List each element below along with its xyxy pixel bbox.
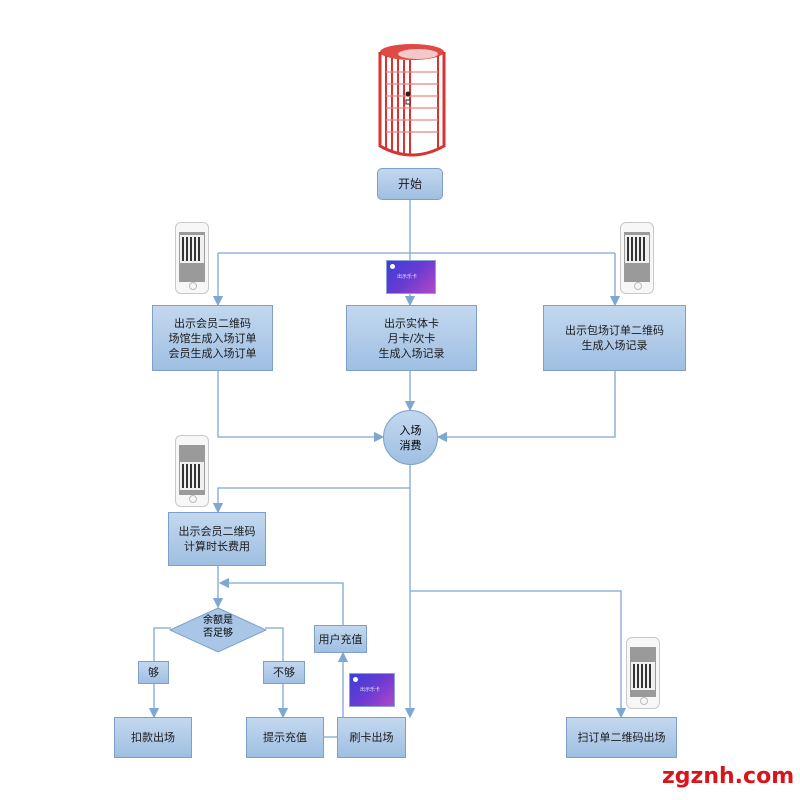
entry-consume-label: 入场 消费 [399,423,422,452]
connector-enough [148,627,171,719]
not-enough-label-node: 不够 [263,661,305,684]
member-qr-entry-label: 出示会员二维码 场馆生成入场订单 会员生成入场订单 [168,316,257,360]
enough-label-node: 够 [138,661,169,684]
membership-card-icon: 出示乐卡 [386,260,436,294]
physical-card-entry-node: 出示实体卡 月卡/次卡 生成入场记录 [346,305,477,371]
scan-order-qr-exit-label: 扫订单二维码出场 [577,731,666,744]
card-caption: 出示乐卡 [360,687,381,693]
entry-consume-node: 入场 消费 [383,410,438,465]
connector-to-scan-exit [410,590,627,719]
phone-qr-icon [175,435,209,507]
deduct-exit-node: 扣款出场 [114,717,192,758]
card-caption: 出示乐卡 [397,274,418,280]
connector-package-to-entry [436,370,616,443]
start-node: 开始 [377,168,443,200]
prompt-recharge-node: 提示充值 [246,717,324,758]
phone-qr-icon [620,222,654,294]
balance-check-diamond [168,607,268,653]
member-qr-entry-node: 出示会员二维码 场馆生成入场订单 会员生成入场订单 [152,305,273,371]
physical-card-entry-label: 出示实体卡 月卡/次卡 生成入场记录 [378,316,445,360]
connector-to-fee [212,487,410,514]
not-enough-label: 不够 [273,666,295,679]
connector-not-enough [265,627,289,719]
start-label: 开始 [397,176,422,191]
user-recharge-node: 用户充值 [314,625,367,653]
card-exit-node: 刷卡出场 [337,717,406,758]
deduct-exit-label: 扣款出场 [131,731,175,744]
enough-label: 够 [148,666,159,679]
balance-check-label: 余额是 否足够 [203,615,233,639]
turnstile-icon [378,44,446,157]
phone-qr-icon [626,637,660,709]
connector-member-to-entry [217,370,385,443]
user-recharge-label: 用户充值 [318,632,363,646]
member-qr-fee-label: 出示会员二维码 计算时长费用 [178,525,256,553]
member-qr-fee-node: 出示会员二维码 计算时长费用 [168,512,266,566]
watermark: zgznh.com [662,764,795,789]
prompt-recharge-label: 提示充值 [263,731,307,744]
package-qr-entry-node: 出示包场订单二维码 生成入场记录 [543,305,686,371]
package-qr-entry-label: 出示包场订单二维码 生成入场记录 [565,324,664,352]
card-exit-label: 刷卡出场 [349,731,394,744]
scan-order-qr-exit-node: 扫订单二维码出场 [566,717,677,758]
phone-qr-icon [175,222,209,294]
membership-card-icon: 出示乐卡 [349,673,395,707]
connector-recharge-loop [218,577,344,625]
